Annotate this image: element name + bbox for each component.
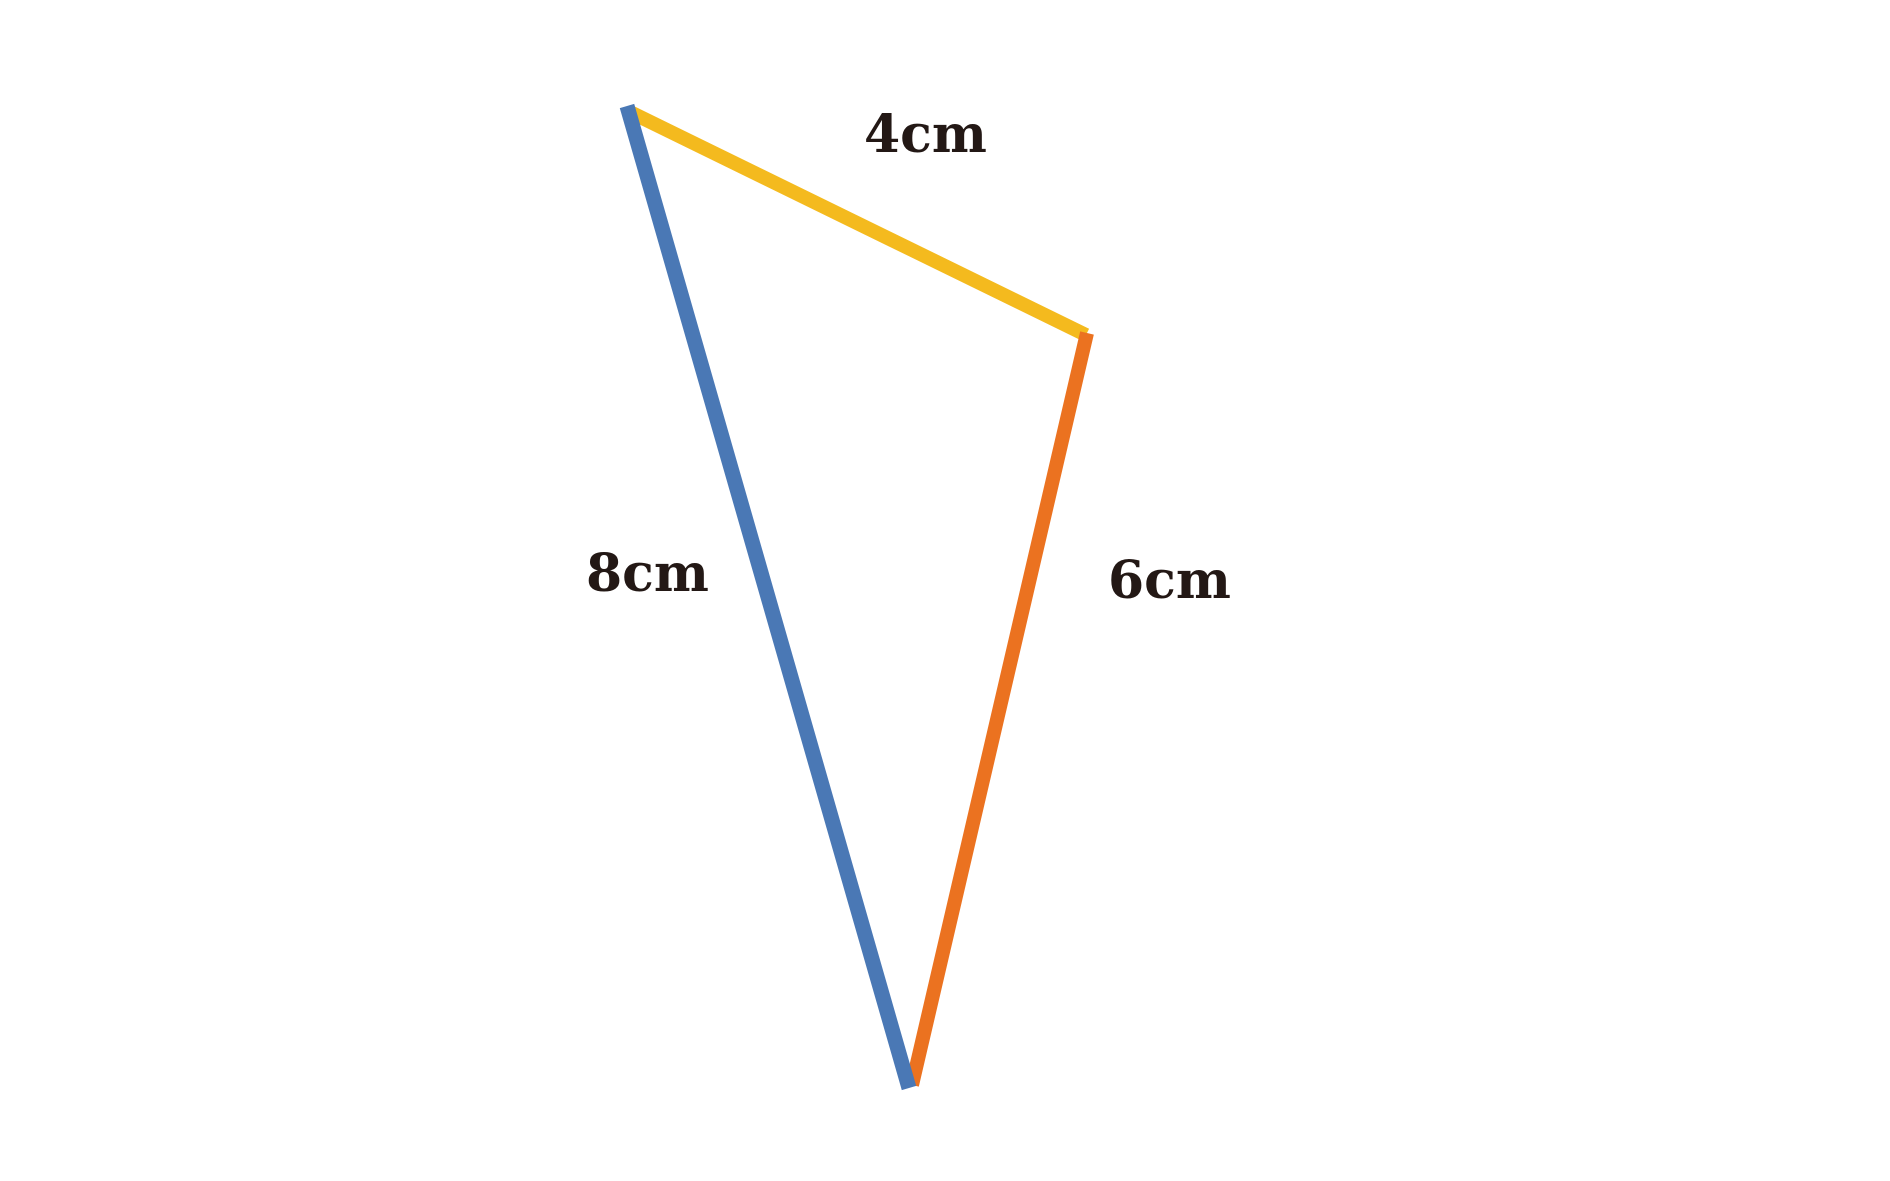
side-top [626,105,1090,342]
label-left: 8cm [586,543,709,604]
label-right: 6cm [1108,550,1231,611]
side-left [619,103,917,1091]
side-right [905,331,1094,1087]
label-top: 4cm [864,104,987,165]
